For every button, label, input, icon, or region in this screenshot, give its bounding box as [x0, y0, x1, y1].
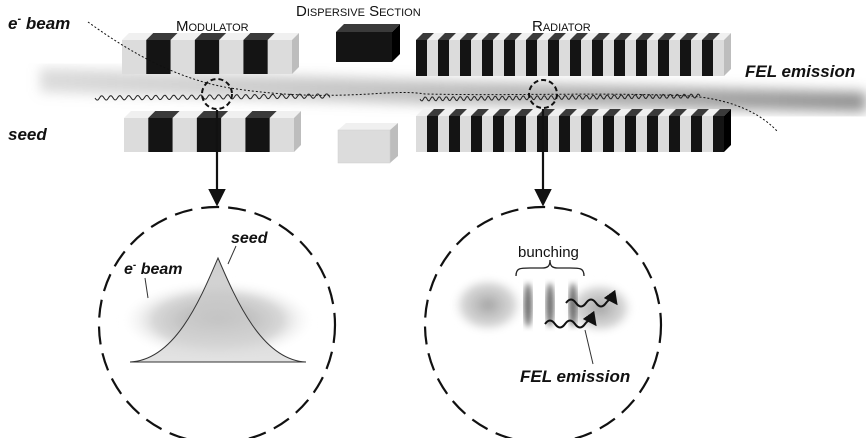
modulator-magnet-top	[267, 33, 299, 74]
radiator-magnet-top-light	[713, 33, 731, 76]
radiator-magnet-bottom-dark	[713, 109, 731, 152]
inset-ebeam-sup: -	[133, 260, 137, 271]
seed-label-leader	[227, 245, 237, 265]
inset-cloud-left	[450, 275, 526, 335]
inset-cloud-right	[564, 280, 636, 336]
bunching-brace	[515, 259, 585, 277]
modulator-zoom-circle	[201, 78, 233, 110]
emission-wave-upper	[565, 289, 618, 308]
ebeam-label-prefix: e	[8, 14, 17, 33]
microbunches	[524, 283, 577, 327]
ebeam-label-sup: -	[17, 13, 21, 25]
modulator-label: Modulator	[176, 18, 249, 35]
radiator-inset	[423, 205, 663, 438]
modulator-magnet-bottom	[269, 111, 301, 152]
fel-emission-label-bottom: FEL emission	[520, 367, 630, 386]
modulator-top-magnets	[122, 33, 299, 74]
modulator-bottom-magnets	[124, 111, 301, 152]
radiator-inset-circle	[423, 205, 663, 438]
dispersive-top-block	[336, 24, 400, 62]
modulator-magnet-bottom	[124, 111, 156, 152]
microbunch	[524, 283, 532, 327]
radiator-top-magnets	[416, 33, 731, 76]
microbunch	[569, 283, 577, 327]
radiator-bottom-magnets	[416, 109, 731, 152]
seed-label: seed	[8, 125, 47, 144]
inset-ebeam-prefix: e	[124, 261, 133, 278]
microbunch	[546, 283, 554, 327]
radiator-zoom-circle	[528, 79, 558, 109]
dispersive-section-label: Dispersive Section	[296, 3, 421, 20]
ebeam-label-leader	[144, 277, 149, 299]
ebeam-label: e- beam	[8, 13, 70, 33]
dispersive-bottom-block	[337, 123, 398, 164]
ebeam-label-rest: beam	[21, 14, 70, 33]
seed-pulse-profile	[129, 256, 307, 363]
radiator-label: Radiator	[532, 18, 591, 35]
fel-emission-wave	[419, 93, 701, 102]
fel-label-leader	[584, 329, 594, 365]
fel-emission-label-top: FEL emission	[745, 62, 855, 81]
emission-wave-lower	[544, 310, 597, 329]
inset-ebeam-rest: beam	[136, 261, 182, 278]
bunching-label: bunching	[518, 244, 579, 261]
electron-beam-band	[40, 68, 866, 112]
dispersive-section-magnets	[336, 24, 400, 164]
inset-ebeam-label: e- beam	[124, 260, 183, 278]
electron-trajectory	[87, 21, 779, 133]
modulator-inset	[97, 205, 337, 438]
seed-wave	[94, 93, 331, 101]
inset-seed-label: seed	[231, 230, 269, 247]
